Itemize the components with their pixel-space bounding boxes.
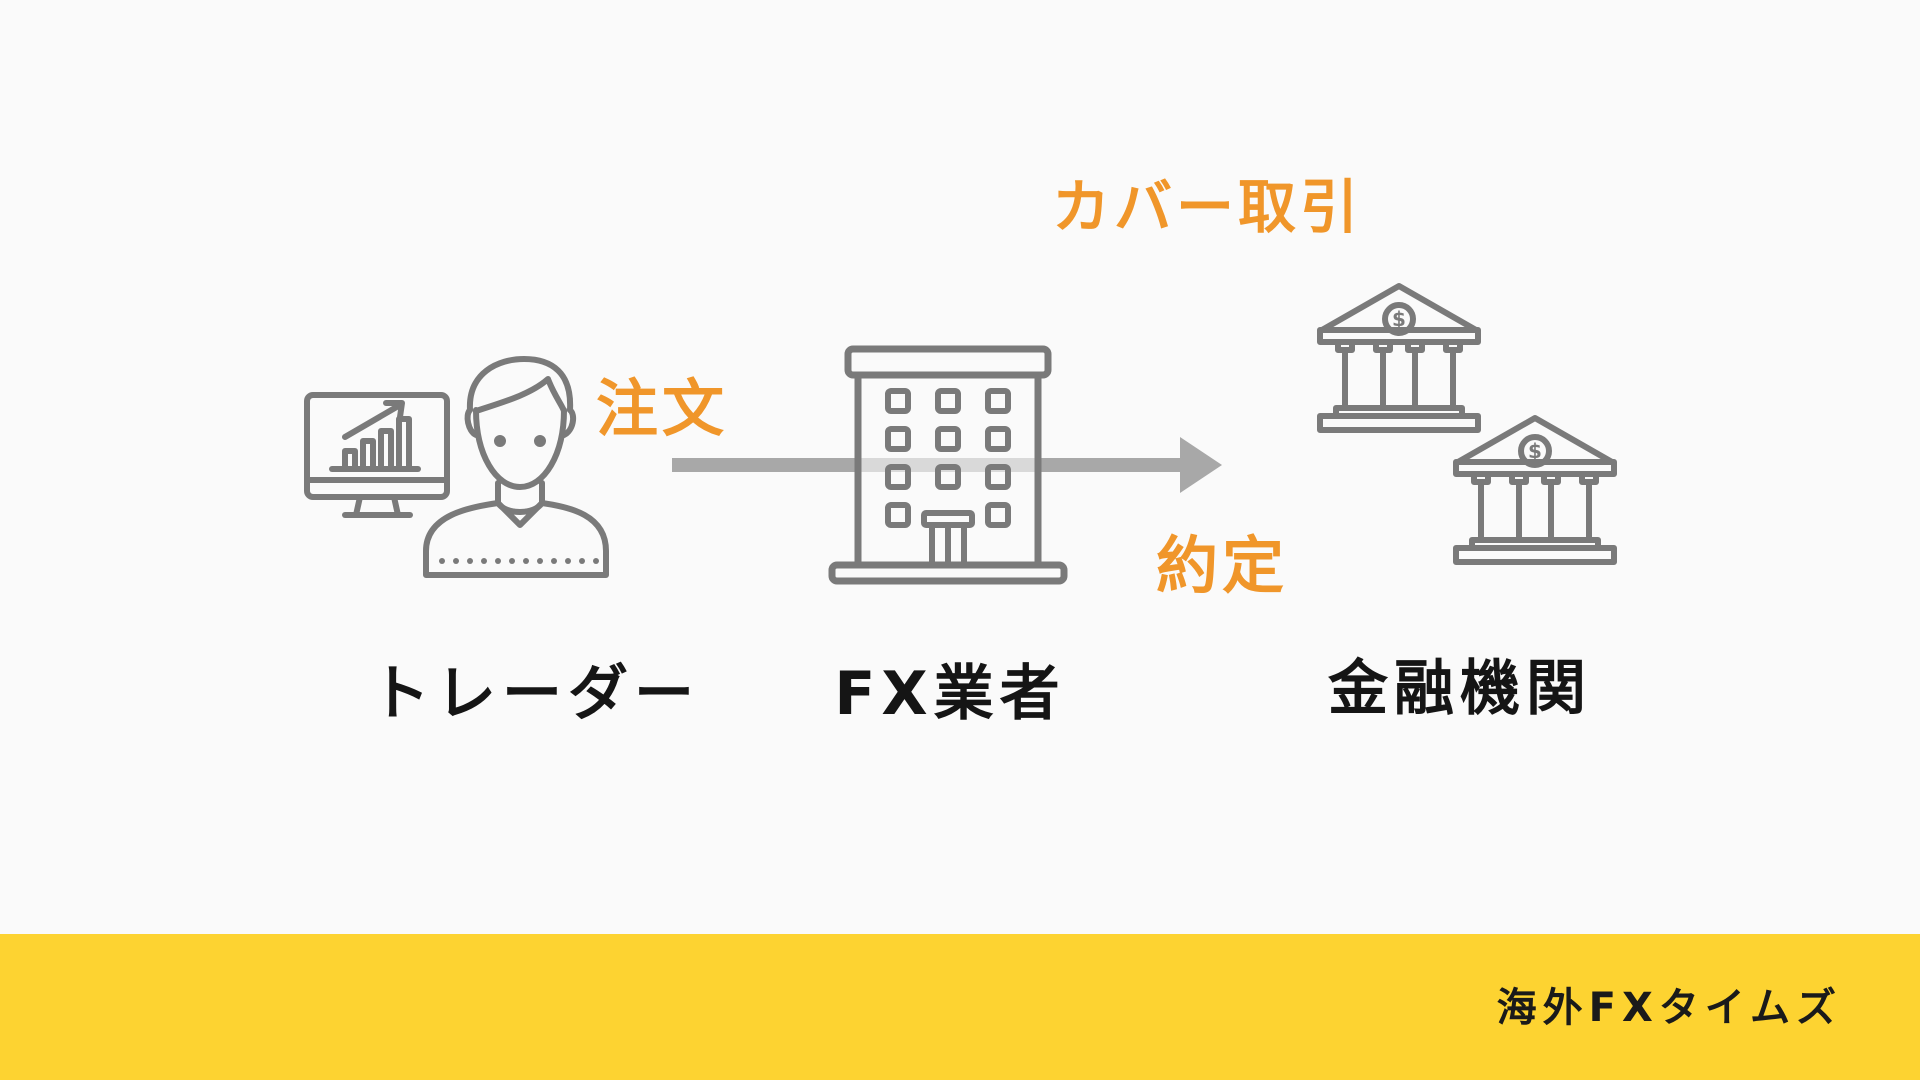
svg-text:$: $ (1392, 307, 1406, 331)
footer-band (0, 934, 1920, 1080)
office-building-icon (828, 345, 1068, 585)
bank-icon: $ (1317, 283, 1481, 433)
person-icon (423, 356, 609, 578)
trader-label: トレーダー (370, 659, 700, 729)
brand-logo-text: 海外FXタイムズ (1496, 985, 1842, 1031)
bank-icon: $ (1453, 415, 1617, 565)
trader-icon (304, 356, 609, 578)
arrow-head-icon (1180, 437, 1222, 493)
execution-label: 約定 (1156, 529, 1289, 602)
order-label: 注文 (596, 372, 729, 445)
monitor-chart-icon (304, 392, 450, 518)
svg-text:$: $ (1528, 439, 1542, 463)
fx-broker-label: FX業者 (834, 659, 1066, 729)
financial-institution-label: 金融機関 (1328, 654, 1592, 724)
cover-trade-label: カバー取引 (1052, 173, 1363, 241)
